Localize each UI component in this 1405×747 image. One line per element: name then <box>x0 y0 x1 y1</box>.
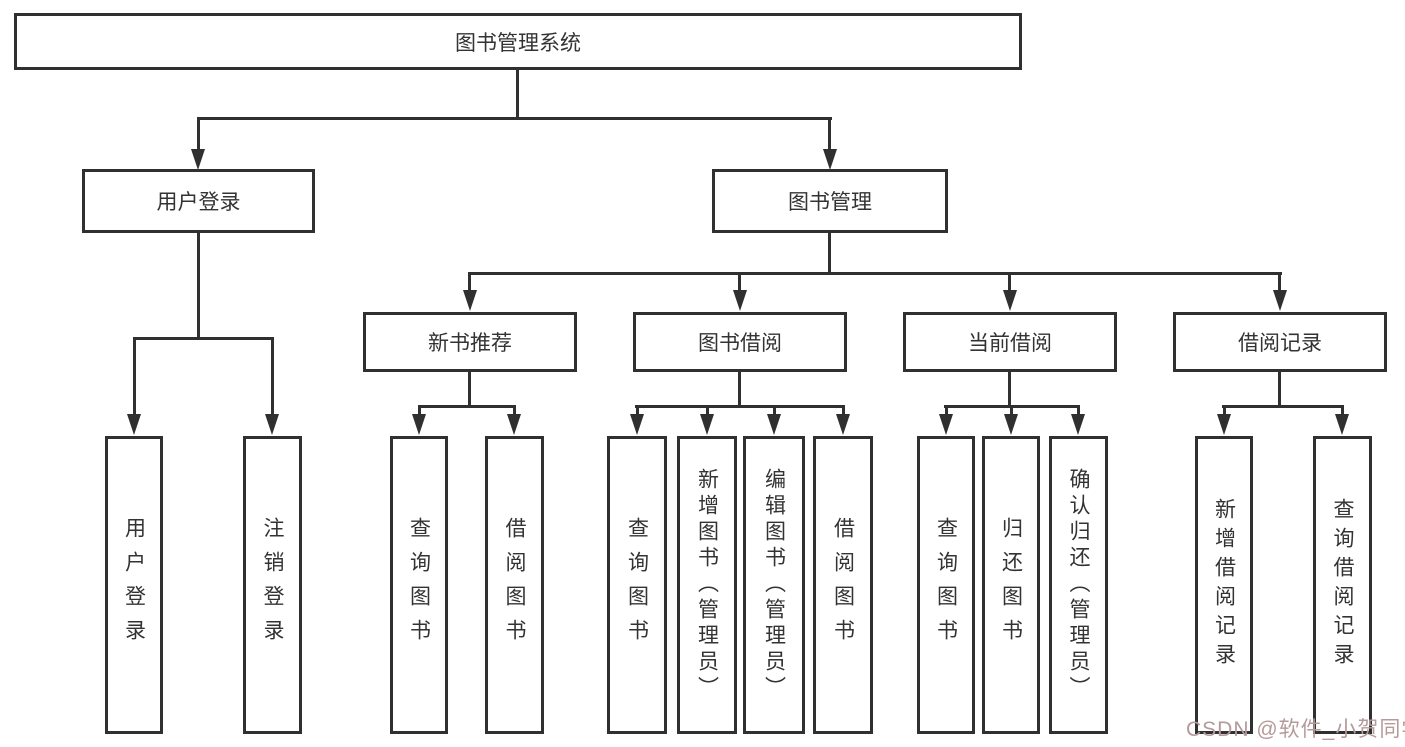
arrowhead-down-icon <box>127 414 141 435</box>
leaf-borrow-books: 借阅图书 <box>813 436 873 734</box>
leaf-return-book-label: 归还图书 <box>999 517 1023 653</box>
arrowhead-down-icon <box>412 414 426 435</box>
arrowhead-down-icon <box>700 414 714 435</box>
leaf-user-login-label: 用户登录 <box>122 517 146 653</box>
connector-line <box>1008 272 1011 292</box>
arrowhead-down-icon <box>463 290 477 311</box>
node-user-login: 用户登录 <box>82 169 315 233</box>
leaf-logout: 注销登录 <box>243 436 302 734</box>
arrowhead-down-icon <box>733 290 747 311</box>
leaf-query-books-rec: 查询图书 <box>390 436 448 734</box>
connector-line <box>468 272 1282 275</box>
connector-line <box>636 405 639 416</box>
node-borrow-record-label: 借阅记录 <box>1238 332 1322 355</box>
connector-line <box>1341 405 1344 416</box>
connector-line <box>706 405 709 416</box>
arrowhead-down-icon <box>191 149 205 170</box>
leaf-user-login: 用户登录 <box>105 436 163 734</box>
node-user-login-label: 用户登录 <box>156 191 241 214</box>
connector-line <box>418 405 421 416</box>
arrowhead-down-icon <box>939 414 953 435</box>
leaf-query-borrow-record: 查询借阅记录 <box>1313 436 1372 734</box>
arrowhead-down-icon <box>630 414 644 435</box>
leaf-query-borrow-record-label: 查询借阅记录 <box>1331 498 1354 672</box>
leaf-borrow-books-rec-label: 借阅图书 <box>503 517 526 653</box>
arrowhead-down-icon <box>1335 414 1349 435</box>
leaf-add-book-admin: 新增图书（管理员） <box>677 436 737 734</box>
leaf-query-books-current-label: 查询图书 <box>934 517 958 653</box>
connector-line <box>271 337 274 415</box>
arrowhead-down-icon <box>1273 290 1287 311</box>
node-current-borrow-label: 当前借阅 <box>968 332 1052 355</box>
leaf-query-books-rec-label: 查询图书 <box>407 517 431 653</box>
connector-line <box>828 233 831 275</box>
node-book-borrow: 图书借阅 <box>633 312 847 372</box>
connector-line <box>1077 405 1080 416</box>
arrowhead-down-icon <box>1003 290 1017 311</box>
arrowhead-down-icon <box>836 414 850 435</box>
leaf-borrow-books-label: 借阅图书 <box>831 517 855 653</box>
leaf-query-books-borrow: 查询图书 <box>607 436 667 734</box>
leaf-logout-label: 注销登录 <box>261 517 284 653</box>
connector-line <box>1278 372 1281 408</box>
connector-line <box>197 117 832 120</box>
leaf-borrow-books-rec: 借阅图书 <box>485 436 544 734</box>
connector-line <box>133 337 136 415</box>
leaf-query-books-current: 查询图书 <box>917 436 975 734</box>
watermark: CSDN @软件_小贺同学 <box>1186 718 1405 741</box>
arrowhead-down-icon <box>823 149 837 170</box>
connector-line <box>1223 405 1226 416</box>
arrowhead-down-icon <box>507 414 521 435</box>
connector-line <box>738 372 741 408</box>
arrowhead-down-icon <box>767 414 781 435</box>
connector-line <box>513 405 516 416</box>
connector-line <box>828 117 831 150</box>
node-new-book-rec-label: 新书推荐 <box>428 332 512 355</box>
arrowhead-down-icon <box>265 414 279 435</box>
connector-line <box>738 272 741 292</box>
connector-line <box>468 272 471 292</box>
leaf-query-books-borrow-label: 查询图书 <box>625 517 649 653</box>
leaf-edit-book-admin-label: 编辑图书（管理员） <box>762 468 786 702</box>
arrowhead-down-icon <box>1071 414 1085 435</box>
node-book-mgmt-label: 图书管理 <box>788 191 872 214</box>
leaf-add-borrow-record-label: 新增借阅记录 <box>1212 498 1236 672</box>
node-new-book-rec: 新书推荐 <box>363 312 577 372</box>
connector-line <box>1010 405 1013 416</box>
leaf-add-book-admin-label: 新增图书（管理员） <box>695 468 719 702</box>
connector-line <box>1222 405 1344 408</box>
arrowhead-down-icon <box>1004 414 1018 435</box>
connector-line <box>773 405 776 416</box>
connector-line <box>418 405 516 408</box>
node-current-borrow: 当前借阅 <box>903 312 1117 372</box>
leaf-edit-book-admin: 编辑图书（管理员） <box>743 436 805 734</box>
connector-line <box>945 405 948 416</box>
connector-line <box>1278 272 1281 292</box>
connector-line <box>516 70 519 118</box>
node-borrow-record: 借阅记录 <box>1173 312 1387 372</box>
node-root: 图书管理系统 <box>14 13 1022 70</box>
connector-line <box>468 372 471 408</box>
leaf-return-book: 归还图书 <box>982 436 1040 734</box>
leaf-confirm-return-admin: 确认归还（管理员） <box>1049 436 1108 734</box>
arrowhead-down-icon <box>1217 414 1231 435</box>
connector-line <box>197 233 200 340</box>
connector-line <box>133 337 274 340</box>
node-root-label: 图书管理系统 <box>455 31 581 55</box>
node-book-borrow-label: 图书借阅 <box>698 332 782 355</box>
connector-line <box>842 405 845 416</box>
leaf-add-borrow-record: 新增借阅记录 <box>1195 436 1253 734</box>
connector-line <box>197 117 200 150</box>
leaf-confirm-return-admin-label: 确认归还（管理员） <box>1067 468 1090 702</box>
connector-line <box>1008 372 1011 408</box>
node-book-mgmt: 图书管理 <box>712 169 948 233</box>
